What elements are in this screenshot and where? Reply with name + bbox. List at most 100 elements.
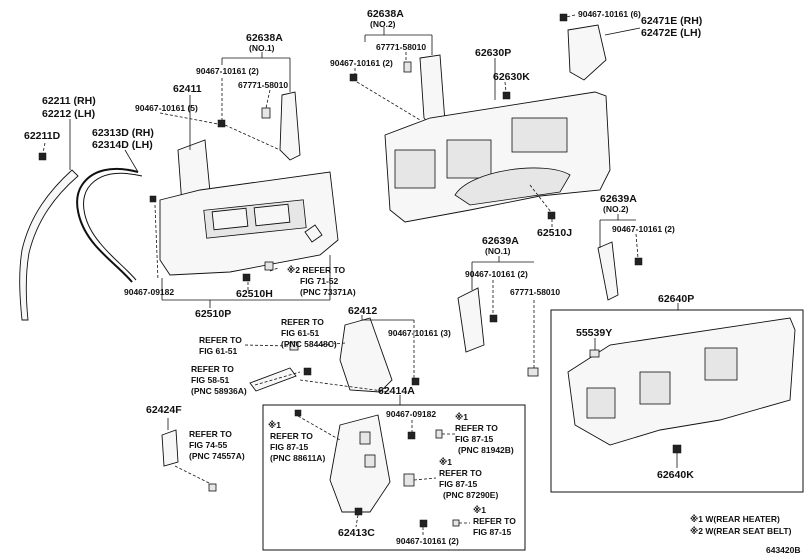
- label-67771-58010b: 67771-58010: [376, 42, 426, 52]
- inset-box-62414a: [262, 404, 526, 551]
- svg-text:REFER TO: REFER TO: [270, 431, 313, 441]
- svg-text:※1: ※1: [439, 457, 452, 467]
- label-62314d: 62314D (LH): [92, 139, 153, 151]
- svg-text:FIG 61-51: FIG 61-51: [281, 328, 320, 338]
- pillar-62638a-no2: [349, 54, 446, 128]
- label-90467-10161-3: 90467-10161 (3): [388, 328, 451, 338]
- ref-fig-87-15-88611a: ※1 REFER TO FIG 87-15 (PNC 88611A): [268, 420, 325, 463]
- bracket-58936a: [249, 341, 312, 392]
- label-90467-10161-2d: 90467-10161 (2): [465, 269, 528, 279]
- svg-text:(PNC 81942B): (PNC 81942B): [458, 445, 514, 455]
- svg-text:※1: ※1: [268, 420, 281, 430]
- label-90467-10161-2b: 90467-10161 (2): [330, 58, 393, 68]
- pillar-62639a-no1: [457, 287, 539, 377]
- svg-text:(PNC 58448C): (PNC 58448C): [281, 339, 337, 349]
- label-62471e: 62471E (RH): [641, 15, 702, 27]
- label-90467-10161-2a: 90467-10161 (2): [196, 66, 259, 76]
- svg-text:FIG 87-15: FIG 87-15: [439, 479, 478, 489]
- diagram-id: 643420B: [766, 545, 801, 555]
- svg-text:(PNC 58936A): (PNC 58936A): [191, 386, 247, 396]
- ref-fig-61-51-b: REFER TO FIG 61-51: [199, 335, 242, 356]
- label-62211: 62211 (RH): [42, 95, 96, 107]
- svg-text:FIG 74-55: FIG 74-55: [189, 440, 228, 450]
- label-67771-58010c: 67771-58010: [510, 287, 560, 297]
- ref-fig-74-55: REFER TO FIG 74-55 (PNC 74557A): [189, 429, 245, 461]
- quarter-panel-62510p: [149, 171, 339, 282]
- legend-note-1: ※1 W(REAR HEATER): [690, 514, 780, 524]
- svg-text:FIG 87-15: FIG 87-15: [473, 527, 512, 537]
- label-62412: 62412: [348, 305, 377, 317]
- label-90467-10161-2e: 90467-10161 (2): [396, 536, 459, 546]
- label-90467-10161-2c: 90467-10161 (2): [612, 224, 675, 234]
- svg-text:(PNC 88611A): (PNC 88611A): [270, 453, 325, 463]
- ref-fig-87-15-87290e: ※1 REFER TO FIG 87-15 (PNC 87290E): [439, 457, 498, 500]
- ref-fig-61-51-a: REFER TO FIG 61-51 (PNC 58448C): [281, 317, 337, 349]
- svg-text:(PNC 87290E): (PNC 87290E): [443, 490, 498, 500]
- svg-text:※1: ※1: [455, 412, 468, 422]
- svg-text:REFER TO: REFER TO: [191, 364, 234, 374]
- ref-fig-71-52: ※2 REFER TO FIG 71-52 (PNC 73371A): [287, 265, 356, 297]
- label-62638a-no2-sub: (NO.2): [370, 19, 396, 29]
- ref-fig-58-51: REFER TO FIG 58-51 (PNC 58936A): [191, 364, 247, 396]
- svg-text:※1: ※1: [473, 505, 486, 515]
- svg-text:FIG 71-52: FIG 71-52: [300, 276, 339, 286]
- pillar-62639a-no2: [597, 241, 643, 301]
- label-62414a: 62414A: [378, 385, 415, 397]
- part-labels: 62211 (RH) 62212 (LH) 62211D 62313D (RH)…: [24, 8, 702, 546]
- ref-fig-87-15: ※1 REFER TO FIG 87-15: [473, 505, 516, 537]
- inset-box-62640p: [550, 309, 804, 493]
- label-90467-10161-5: 90467-10161 (5): [135, 103, 198, 113]
- label-62638a-no1: 62638A: [246, 32, 283, 44]
- svg-text:REFER TO: REFER TO: [199, 335, 242, 345]
- label-62630p: 62630P: [475, 47, 511, 59]
- label-62638a-no1-sub: (NO.1): [249, 43, 275, 53]
- label-62639a-no2: 62639A: [600, 193, 637, 205]
- pillar-62638a-no1: [261, 91, 301, 161]
- label-62639a-no2-sub: (NO.2): [603, 204, 629, 214]
- side-panel-62630p: [384, 13, 611, 223]
- label-67771-58010a: 67771-58010: [238, 80, 288, 90]
- label-90467-09182a: 90467-09182: [124, 287, 174, 297]
- clip-62211d: [38, 152, 47, 161]
- label-62313d: 62313D (RH): [92, 127, 154, 139]
- label-90467-10161-6: 90467-10161 (6): [578, 9, 641, 19]
- label-62510p: 62510P: [195, 308, 231, 320]
- legend-note-2: ※2 W(REAR SEAT BELT): [690, 526, 792, 536]
- svg-text:FIG 87-15: FIG 87-15: [455, 434, 494, 444]
- label-62510j: 62510J: [537, 227, 572, 239]
- svg-text:※2 REFER TO: ※2 REFER TO: [287, 265, 346, 275]
- weatherstrip-62313d: [76, 167, 143, 283]
- svg-text:FIG 61-51: FIG 61-51: [199, 346, 238, 356]
- leader-lines: [42, 14, 679, 535]
- ref-fig-87-15-81942b: ※1 REFER TO FIG 87-15 (PNC 81942B): [455, 412, 514, 455]
- trim-62412: [339, 317, 420, 393]
- trim-62414a: [294, 409, 460, 528]
- reference-notes: ※2 REFER TO FIG 71-52 (PNC 73371A) REFER…: [189, 265, 516, 537]
- legend: ※1 W(REAR HEATER) ※2 W(REAR SEAT BELT) 6…: [690, 514, 801, 555]
- label-62639a-no1: 62639A: [482, 235, 519, 247]
- svg-text:REFER TO: REFER TO: [189, 429, 232, 439]
- svg-text:REFER TO: REFER TO: [281, 317, 324, 327]
- label-62411: 62411: [173, 83, 202, 95]
- svg-text:FIG 58-51: FIG 58-51: [191, 375, 230, 385]
- svg-text:REFER TO: REFER TO: [473, 516, 516, 526]
- label-62510h: 62510H: [236, 288, 273, 300]
- svg-text:(PNC 73371A): (PNC 73371A): [300, 287, 356, 297]
- label-62638a-no2: 62638A: [367, 8, 404, 20]
- label-62630k: 62630K: [493, 71, 530, 83]
- label-62212: 62212 (LH): [42, 108, 95, 120]
- clip-62510j: [547, 211, 556, 220]
- label-62211d: 62211D: [24, 130, 61, 142]
- label-62640p: 62640P: [658, 293, 694, 305]
- svg-text:REFER TO: REFER TO: [439, 468, 482, 478]
- label-62424f: 62424F: [146, 404, 182, 416]
- svg-text:FIG 87-15: FIG 87-15: [270, 442, 309, 452]
- svg-text:REFER TO: REFER TO: [455, 423, 498, 433]
- label-55539y: 55539Y: [576, 327, 612, 339]
- pillar-garnish-62211: [19, 169, 79, 321]
- label-62413c: 62413C: [338, 527, 375, 539]
- side-panel-62640p: [567, 317, 796, 454]
- label-90467-09182b: 90467-09182: [386, 409, 436, 419]
- svg-text:(PNC 74557A): (PNC 74557A): [189, 451, 245, 461]
